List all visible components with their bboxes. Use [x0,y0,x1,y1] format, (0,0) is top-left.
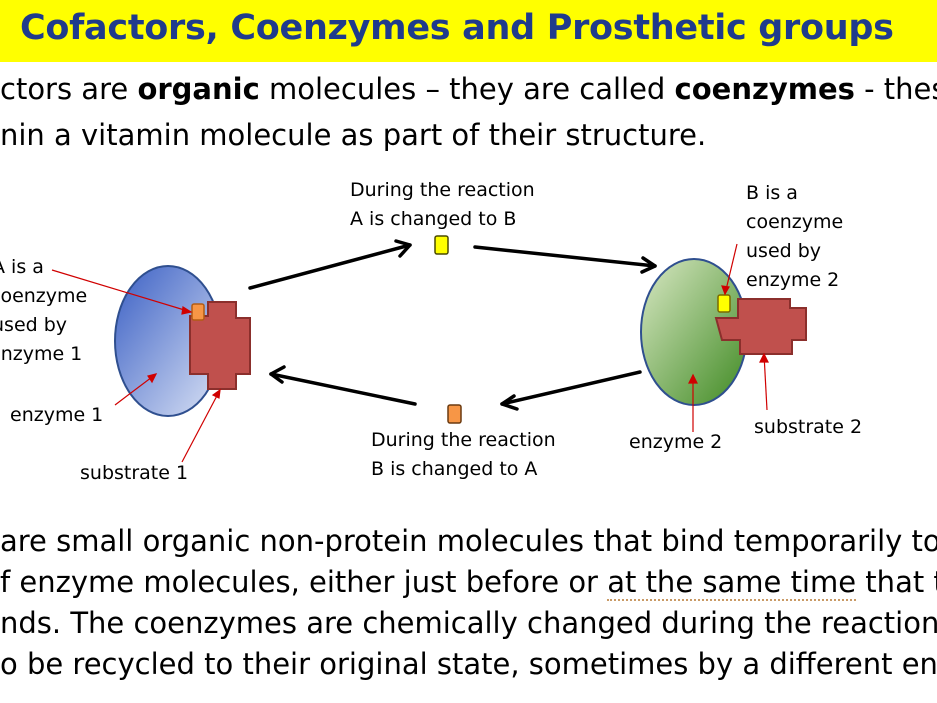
body-line-4: o be recycled to their original state, s… [0,647,937,687]
body-text: o be recycled to their original state, s… [0,647,937,681]
intro-bold-organic: organic [137,72,260,106]
slide-title: Cofactors, Coenzymes and Prosthetic grou… [20,8,894,48]
pointer-a [51,269,192,313]
arrow-enzyme1-to-b [248,243,412,290]
body-line-2: f enzyme molecules, either just before o… [0,565,937,605]
enzyme-2-label: enzyme 2 [629,431,723,453]
intro-line-2: nin a vitamin molecule as part of their … [0,118,937,158]
body-text: nds. The coenzymes are chemically change… [0,606,937,640]
substrate-2-shape [714,298,807,355]
coenzyme-a-on-enzyme-1 [191,303,205,321]
grammar-flagged-text: at the same time [607,565,857,601]
arrow-b-to-enzyme2 [473,245,657,268]
coenzyme-a-label: A is a coenzyme used by enzyme 1 [0,256,88,365]
enzyme-1-label: enzyme 1 [10,404,104,426]
top-caption: During the reaction A is changed to B [350,179,535,230]
substrate-1-shape [189,301,251,390]
substrate-2-label: substrate 2 [754,416,863,438]
body-text: f enzyme molecules, either just before o… [0,565,608,599]
intro-text: nin a vitamin molecule as part of their … [0,118,707,152]
title-bar: Cofactors, Coenzymes and Prosthetic grou… [0,0,937,62]
pointer-b [724,243,738,295]
arrow-a-to-enzyme1 [269,372,417,406]
substrate-1-label: substrate 1 [80,462,189,484]
arrow-enzyme2-to-a [500,370,642,406]
intro-bold-coenzymes: coenzymes [674,72,855,106]
coenzyme-b-label: B is a coenzyme used by enzyme 2 [746,182,844,291]
bottom-caption: During the reaction B is changed to A [371,429,556,480]
intro-line-1: ctors are organic molecules – they are c… [0,72,937,112]
body-line-1: are small organic non-protein molecules … [0,524,937,564]
body-text: that the [865,565,937,599]
coenzyme-b-on-enzyme-2 [717,294,731,313]
intro-text: ctors are [0,72,138,106]
coenzyme-a-free [447,404,462,424]
body-text: are small organic non-protein molecules … [0,524,937,558]
pointer-substrate-2 [763,353,768,411]
pointer-substrate-1 [181,389,221,463]
body-line-3: nds. The coenzymes are chemically change… [0,606,937,646]
intro-text: molecules – they are called [259,72,675,106]
pointer-enzyme-1 [114,373,157,406]
coenzyme-b-free [434,235,449,255]
